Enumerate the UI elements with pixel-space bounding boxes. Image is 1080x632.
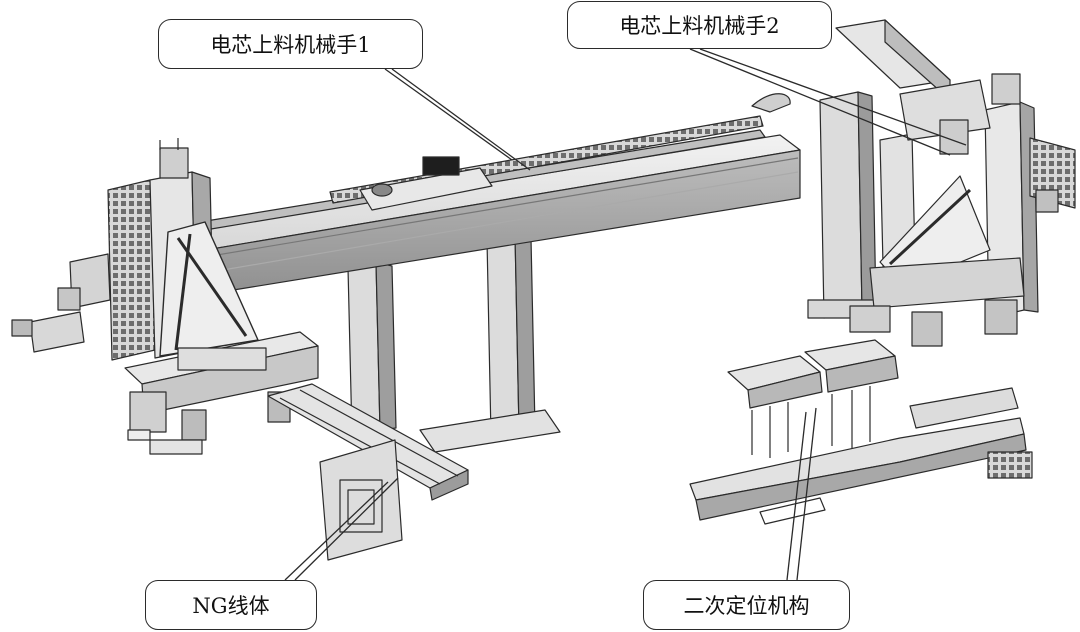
leader-loader-1-b: [391, 68, 531, 171]
gripper-platform: [124, 331, 319, 455]
label-loader-2: 电芯上料机械手2: [567, 1, 832, 49]
label-ng-line: NG线体: [145, 580, 317, 630]
label-loader-1: 电芯上料机械手1: [158, 19, 423, 69]
leader-loader-2-b: [699, 48, 967, 146]
leader-positioning-b: [796, 407, 817, 581]
leader-positioning: [786, 411, 807, 581]
leader-ng-line-b: [294, 477, 399, 581]
leader-loader-2: [689, 48, 951, 156]
left-motor: [11, 253, 111, 353]
triangle-bracket: [159, 221, 259, 357]
right-gripper-platform: [849, 257, 1025, 347]
gantry-beam: [149, 129, 801, 301]
right-carriage: [899, 79, 991, 155]
gantry-legs: [347, 233, 561, 453]
beam-carriage: [359, 156, 493, 211]
ng-conveyor: [267, 383, 469, 561]
loader-1-machine: [11, 93, 801, 561]
label-secondary-positioning: 二次定位机构: [643, 580, 850, 630]
leader-loader-1: [384, 68, 513, 161]
chain-loop: [751, 93, 791, 113]
leader-lines: [284, 48, 967, 581]
loader-2-machine: [689, 19, 1076, 525]
leader-ng-line: [284, 481, 389, 581]
positioning-mechanism: [689, 339, 1033, 525]
